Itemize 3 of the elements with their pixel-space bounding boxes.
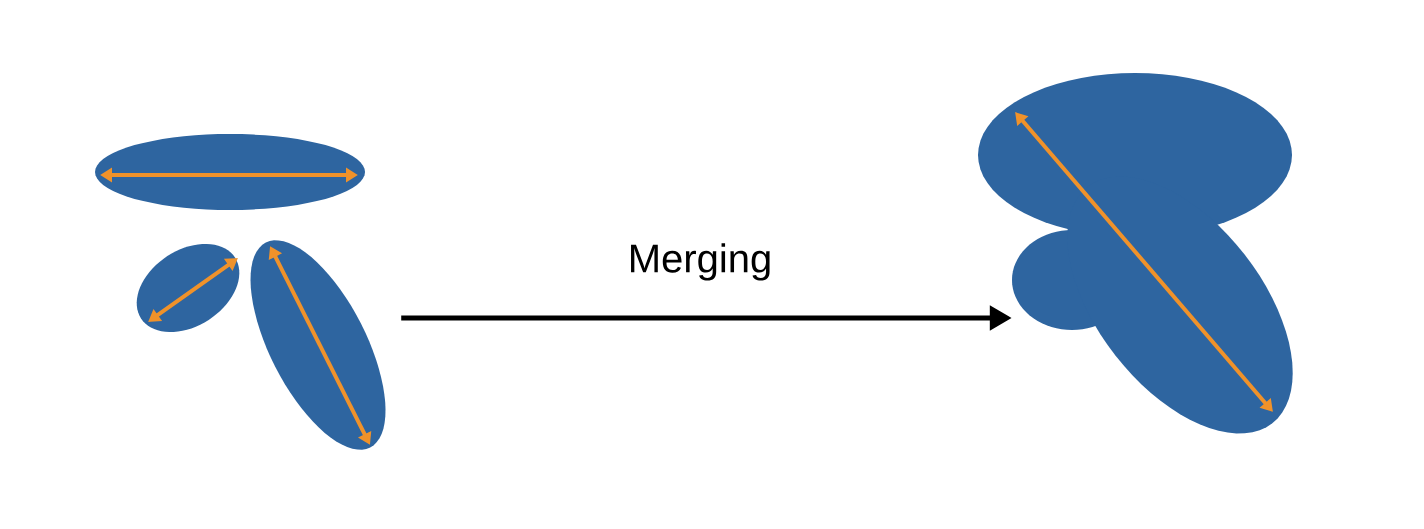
blob-drawing bbox=[978, 73, 1293, 434]
ellipses-drawing bbox=[95, 134, 386, 450]
edge-label: Merging bbox=[631, 243, 770, 281]
